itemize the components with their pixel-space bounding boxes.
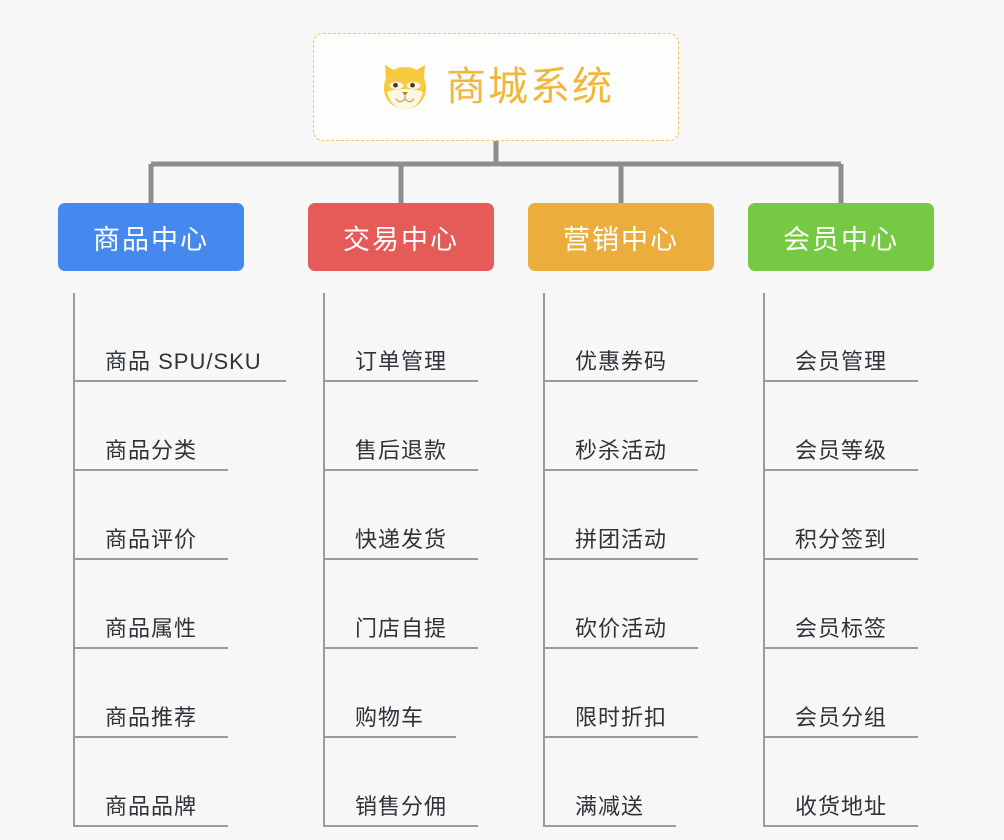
leaf-label: 商品 SPU/SKU bbox=[105, 349, 262, 374]
leaf-item[interactable]: 收货地址 bbox=[763, 738, 934, 827]
leaf-underline bbox=[763, 647, 918, 649]
leaf-underline bbox=[543, 469, 698, 471]
leaf-label: 会员分组 bbox=[795, 705, 888, 730]
leaf-label: 会员管理 bbox=[795, 349, 888, 374]
leaf-label: 商品评价 bbox=[105, 527, 198, 552]
leaf-underline bbox=[323, 469, 478, 471]
leaf-item[interactable]: 商品评价 bbox=[73, 471, 262, 560]
leaf-label: 会员等级 bbox=[795, 438, 888, 463]
leaf-underline bbox=[543, 380, 698, 382]
column-marketing-center: 营销中心优惠券码秒杀活动拼团活动砍价活动限时折扣满减送 bbox=[528, 203, 714, 827]
leaf-item[interactable]: 会员等级 bbox=[763, 382, 934, 471]
leaf-underline bbox=[73, 558, 228, 560]
leaf-label: 门店自提 bbox=[355, 616, 448, 641]
leaf-label: 订单管理 bbox=[355, 349, 448, 374]
leaf-item[interactable]: 满减送 bbox=[543, 738, 714, 827]
leaf-item[interactable]: 商品属性 bbox=[73, 560, 262, 649]
leaf-underline bbox=[73, 380, 286, 382]
leaf-item[interactable]: 秒杀活动 bbox=[543, 382, 714, 471]
leaf-label: 优惠券码 bbox=[575, 349, 668, 374]
leaf-item[interactable]: 积分签到 bbox=[763, 471, 934, 560]
leaf-item[interactable]: 商品推荐 bbox=[73, 649, 262, 738]
leaf-label: 商品品牌 bbox=[105, 794, 198, 819]
leaf-item[interactable]: 商品品牌 bbox=[73, 738, 262, 827]
shiba-dog-emoji bbox=[378, 62, 432, 112]
leaf-underline bbox=[73, 469, 228, 471]
leaf-item[interactable]: 限时折扣 bbox=[543, 649, 714, 738]
leaf-item[interactable]: 购物车 bbox=[323, 649, 494, 738]
category-label: 交易中心 bbox=[343, 224, 459, 255]
leaf-underline bbox=[323, 380, 478, 382]
branch-trunk bbox=[763, 293, 765, 827]
leaf-underline bbox=[323, 558, 478, 560]
leaf-item[interactable]: 砍价活动 bbox=[543, 560, 714, 649]
leaf-label: 满减送 bbox=[575, 794, 645, 819]
leaf-underline bbox=[543, 558, 698, 560]
leaf-item[interactable]: 会员分组 bbox=[763, 649, 934, 738]
leaf-underline bbox=[763, 825, 918, 827]
leaf-label: 商品分类 bbox=[105, 438, 198, 463]
leaf-label: 秒杀活动 bbox=[575, 438, 668, 463]
leaf-underline bbox=[323, 825, 478, 827]
leaf-underline bbox=[73, 825, 228, 827]
leaf-underline bbox=[543, 825, 676, 827]
leaf-item[interactable]: 会员标签 bbox=[763, 560, 934, 649]
branch-trunk bbox=[543, 293, 545, 827]
leaf-underline bbox=[73, 647, 228, 649]
leaf-label: 收货地址 bbox=[795, 794, 888, 819]
column-product-center: 商品中心商品 SPU/SKU 商品分类商品评价商品属性商品推荐商品品牌 bbox=[58, 203, 286, 827]
leaf-list-member-center: 会员管理会员等级积分签到会员标签会员分组收货地址 bbox=[748, 293, 934, 827]
root-node[interactable]: 商城系统 bbox=[313, 33, 679, 141]
root-title: 商城系统 bbox=[446, 65, 614, 109]
branch-trunk bbox=[73, 293, 75, 827]
leaf-item[interactable]: 订单管理 bbox=[323, 293, 494, 382]
leaf-label: 商品推荐 bbox=[105, 705, 198, 730]
leaf-item[interactable]: 门店自提 bbox=[323, 560, 494, 649]
leaf-label: 积分签到 bbox=[795, 527, 888, 552]
leaf-item[interactable]: 销售分佣 bbox=[323, 738, 494, 827]
leaf-label: 销售分佣 bbox=[355, 794, 448, 819]
leaf-underline bbox=[543, 647, 698, 649]
leaf-label: 会员标签 bbox=[795, 616, 888, 641]
leaf-label: 购物车 bbox=[355, 705, 425, 730]
category-label: 商品中心 bbox=[93, 224, 209, 255]
leaf-item[interactable]: 会员管理 bbox=[763, 293, 934, 382]
category-box-trade-center[interactable]: 交易中心 bbox=[308, 203, 494, 271]
leaf-list-marketing-center: 优惠券码秒杀活动拼团活动砍价活动限时折扣满减送 bbox=[528, 293, 714, 827]
column-member-center: 会员中心会员管理会员等级积分签到会员标签会员分组收货地址 bbox=[748, 203, 934, 827]
leaf-label: 快递发货 bbox=[355, 527, 448, 552]
leaf-underline bbox=[763, 558, 918, 560]
leaf-label: 拼团活动 bbox=[575, 527, 668, 552]
category-label: 营销中心 bbox=[563, 224, 679, 255]
leaf-label: 售后退款 bbox=[355, 438, 448, 463]
branch-trunk bbox=[323, 293, 325, 827]
leaf-item[interactable]: 商品分类 bbox=[73, 382, 262, 471]
leaf-underline bbox=[323, 736, 456, 738]
leaf-underline bbox=[763, 380, 918, 382]
leaf-item[interactable]: 快递发货 bbox=[323, 471, 494, 560]
leaf-underline bbox=[543, 736, 698, 738]
category-box-member-center[interactable]: 会员中心 bbox=[748, 203, 934, 271]
leaf-underline bbox=[73, 736, 228, 738]
leaf-list-product-center: 商品 SPU/SKU 商品分类商品评价商品属性商品推荐商品品牌 bbox=[58, 293, 286, 827]
category-box-marketing-center[interactable]: 营销中心 bbox=[528, 203, 714, 271]
leaf-list-trade-center: 订单管理售后退款快递发货门店自提购物车销售分佣 bbox=[308, 293, 494, 827]
leaf-item[interactable]: 优惠券码 bbox=[543, 293, 714, 382]
leaf-underline bbox=[323, 647, 478, 649]
category-box-product-center[interactable]: 商品中心 bbox=[58, 203, 244, 271]
column-trade-center: 交易中心订单管理售后退款快递发货门店自提购物车销售分佣 bbox=[308, 203, 494, 827]
leaf-underline bbox=[763, 469, 918, 471]
leaf-label: 商品属性 bbox=[105, 616, 198, 641]
leaf-item[interactable]: 售后退款 bbox=[323, 382, 494, 471]
category-label: 会员中心 bbox=[783, 224, 899, 255]
leaf-item[interactable]: 拼团活动 bbox=[543, 471, 714, 560]
leaf-label: 限时折扣 bbox=[575, 705, 668, 730]
leaf-label: 砍价活动 bbox=[575, 616, 668, 641]
leaf-underline bbox=[763, 736, 918, 738]
leaf-item[interactable]: 商品 SPU/SKU bbox=[73, 293, 286, 382]
